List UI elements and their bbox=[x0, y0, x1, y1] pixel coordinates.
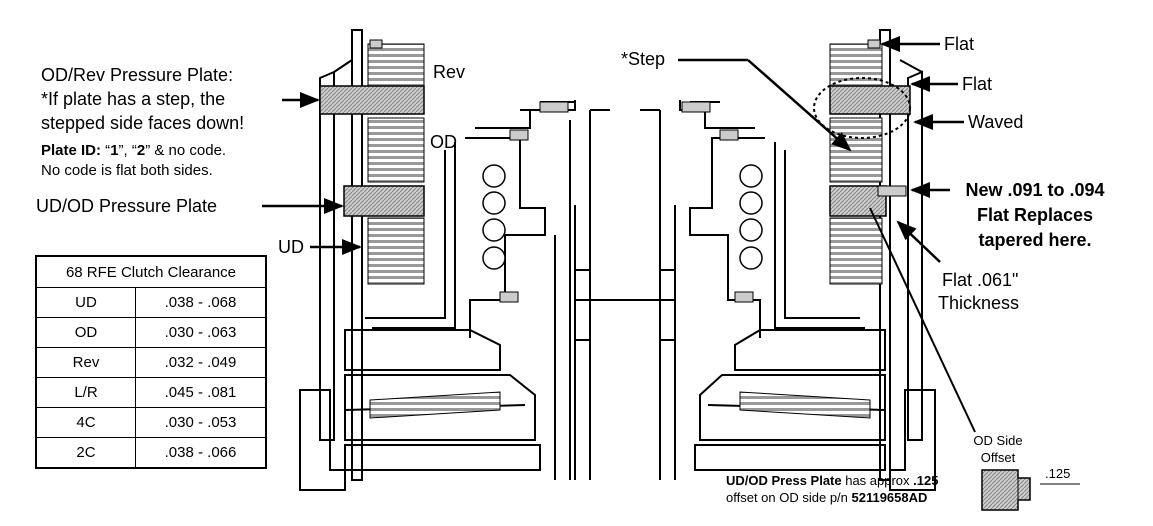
plate-id-mid: ”, “ bbox=[118, 142, 137, 159]
clearance-range: .030 - .063 bbox=[135, 317, 266, 348]
offset-note-prefix: offset on OD side p/n bbox=[726, 490, 852, 505]
right-od-rev-pressure-plate bbox=[829, 85, 911, 115]
clutch-name: L/R bbox=[36, 377, 136, 408]
waved-label: Waved bbox=[968, 112, 1024, 132]
left-udod-pressure-plate bbox=[343, 185, 425, 217]
ud-label: UD bbox=[278, 237, 304, 257]
right-od-clutch-pack bbox=[829, 117, 883, 183]
clearance-range: .038 - .066 bbox=[135, 437, 266, 468]
center-shaft bbox=[574, 109, 676, 480]
offset-label: Offset bbox=[980, 450, 1016, 465]
offset-note-line1: UD/OD Press Plate has approx .125 bbox=[726, 473, 939, 489]
leader-arrows bbox=[262, 36, 976, 433]
clutch-name: 4C bbox=[36, 407, 136, 438]
clearance-range: .038 - .068 bbox=[135, 287, 266, 318]
plate-id-q1: “ bbox=[101, 142, 111, 159]
left-piston-spring bbox=[369, 391, 501, 419]
table-row: Rev.032 - .049 bbox=[36, 347, 266, 378]
right-bearing-balls bbox=[739, 164, 763, 270]
table-row: UD.038 - .068 bbox=[36, 287, 266, 318]
plate-id-prefix: Plate ID: bbox=[41, 142, 102, 159]
waved-plate-highlight bbox=[813, 77, 911, 139]
rev-label: Rev bbox=[433, 62, 466, 82]
right-udod-pressure-plate bbox=[829, 185, 887, 217]
table-header-row: 68 RFE Clutch Clearance bbox=[36, 256, 266, 288]
right-piston-spring bbox=[739, 391, 871, 419]
table-row: L/R.045 - .081 bbox=[36, 377, 266, 408]
od-side-label: OD Side bbox=[973, 433, 1023, 448]
left-bearing-balls bbox=[482, 164, 506, 270]
clutch-clearance-table: 68 RFE Clutch Clearance UD.038 - .068 OD… bbox=[35, 255, 267, 469]
od-rev-plate-title: OD/Rev Pressure Plate: bbox=[41, 65, 234, 85]
plate-id-suffix: ” & no code. bbox=[145, 142, 227, 159]
left-od-clutch-pack bbox=[367, 117, 425, 183]
new-plate-note-line2: Flat Replaces bbox=[976, 205, 1094, 225]
od-rev-plate-note-line2: *If plate has a step, the bbox=[41, 89, 226, 109]
plate-id-2: 2 bbox=[136, 142, 146, 159]
clutch-name: Rev bbox=[36, 347, 136, 378]
left-ud-clutch-pack bbox=[367, 217, 425, 285]
step-label: *Step bbox=[621, 49, 666, 69]
table-row: 4C.030 - .053 bbox=[36, 407, 266, 438]
offset-note-mid: has approx bbox=[841, 473, 914, 488]
udod-pressure-plate-label: UD/OD Pressure Plate bbox=[36, 196, 218, 216]
no-code-note: No code is flat both sides. bbox=[41, 162, 213, 179]
od-rev-plate-note-line3: stepped side faces down! bbox=[41, 113, 245, 133]
left-od-rev-pressure-plate bbox=[319, 85, 425, 115]
clutch-name: OD bbox=[36, 317, 136, 348]
offset-note-bold2: .125 bbox=[913, 473, 939, 488]
table-row: OD.030 - .063 bbox=[36, 317, 266, 348]
plate-id-line: Plate ID: “1”, “2” & no code. bbox=[41, 142, 226, 159]
offset-inset bbox=[981, 469, 1080, 511]
flat-second-label: Flat bbox=[962, 74, 993, 94]
flat-top-label: Flat bbox=[944, 34, 975, 54]
offset-note-bold1: UD/OD Press Plate bbox=[726, 473, 842, 488]
new-plate-note-line1: New .091 to .094 bbox=[965, 180, 1105, 200]
table-title: 68 RFE Clutch Clearance bbox=[36, 256, 266, 288]
table-row: 2C.038 - .066 bbox=[36, 437, 266, 468]
flat-thickness-line1: Flat .061" bbox=[942, 270, 1019, 290]
clutch-name: 2C bbox=[36, 437, 136, 468]
flat-thickness-line2: Thickness bbox=[938, 293, 1020, 313]
right-ud-clutch-pack bbox=[829, 217, 883, 285]
offset-dimension: .125 bbox=[1045, 466, 1071, 481]
clearance-range: .032 - .049 bbox=[135, 347, 266, 378]
clearance-range: .030 - .053 bbox=[135, 407, 266, 438]
plate-id-1: 1 bbox=[110, 142, 119, 159]
new-plate-note-line3: tapered here. bbox=[978, 230, 1092, 250]
clutch-name: UD bbox=[36, 287, 136, 318]
clearance-range: .045 - .081 bbox=[135, 377, 266, 408]
offset-note-part-number: 52119658AD bbox=[851, 490, 928, 505]
od-label: OD bbox=[430, 132, 457, 152]
offset-note-line2: offset on OD side p/n 52119658AD bbox=[726, 490, 928, 506]
